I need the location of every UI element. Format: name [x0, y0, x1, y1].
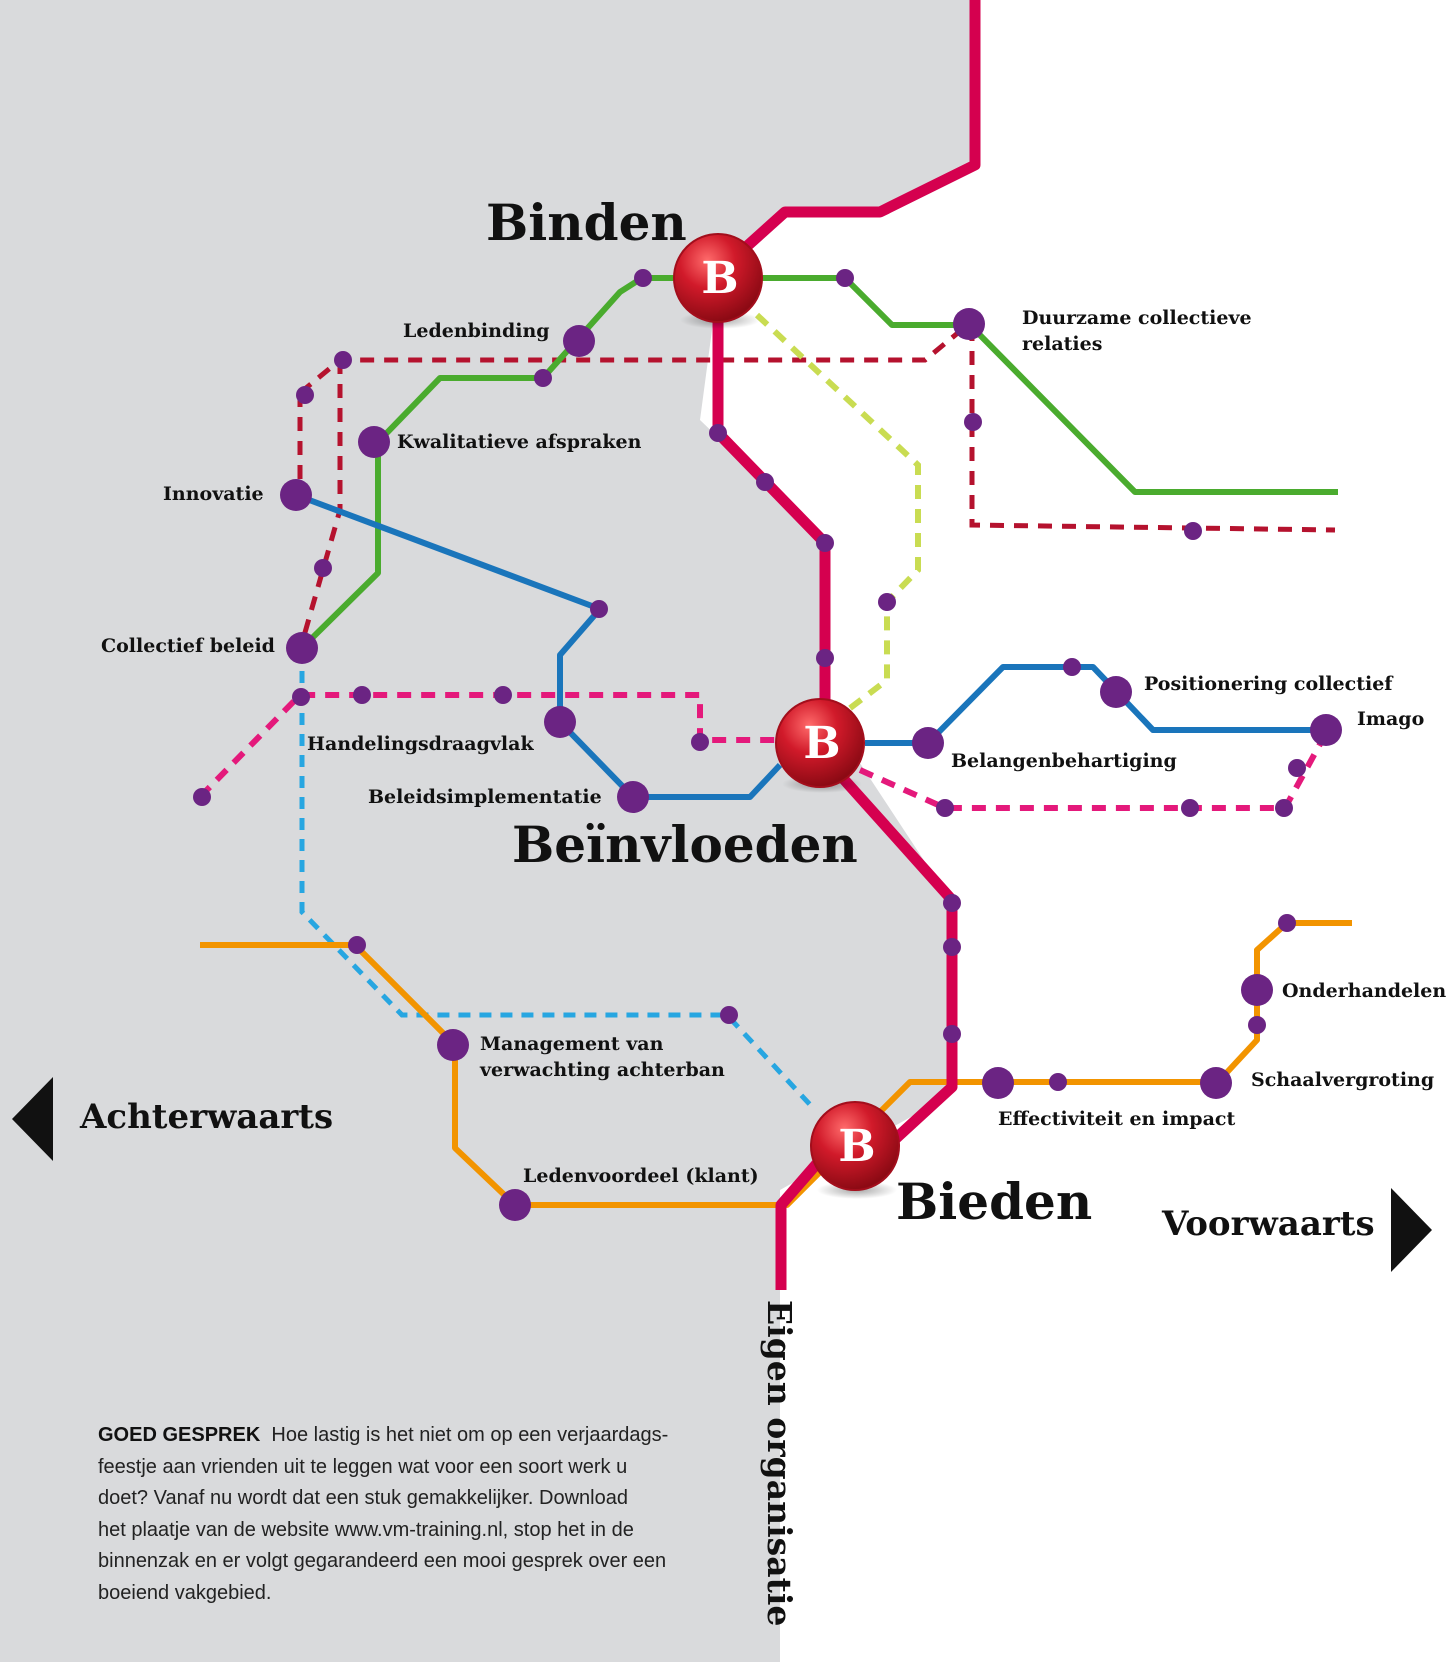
- label-collectief-beleid: Collectief beleid: [101, 635, 275, 657]
- caption-line-2: feestje aan vrienden uit te leggen wat v…: [98, 1455, 628, 1478]
- hub-binden-title: Binden: [486, 193, 687, 252]
- label-beleidsimplementatie: Beleidsimplementatie: [368, 786, 602, 808]
- station-handelingsdraagvlak-dot: [544, 706, 576, 738]
- label-imago: Imago: [1357, 708, 1424, 730]
- station-kwalitatieve-dot: [358, 426, 390, 458]
- hub-bieden-badge: B: [838, 1121, 875, 1172]
- station-schaalvergroting-dot: [1200, 1067, 1232, 1099]
- caption-line-5: binnenzak en er volgt gegarandeerd een m…: [98, 1550, 667, 1572]
- station-beleidsimplementatie-dot: [617, 781, 649, 813]
- hub-binden-badge: B: [701, 253, 738, 304]
- station-management-dot: [437, 1029, 469, 1061]
- hub-beinvloeden-title: Beïnvloeden: [512, 815, 858, 874]
- arrow-right-icon: [1391, 1188, 1432, 1272]
- label-positionering: Positionering collectief: [1144, 673, 1394, 695]
- station-effectiviteit-dot: [982, 1067, 1014, 1099]
- caption-line-1: Hoe lastig is het niet om op een verjaar…: [271, 1424, 669, 1446]
- label-handelingsdraagvlak: Handelingsdraagvlak: [307, 733, 534, 755]
- station-collectief-beleid-dot: [286, 632, 318, 664]
- station-imago-dot: [1310, 714, 1342, 746]
- label-belangenbehartiging: Belangenbehartiging: [951, 750, 1177, 772]
- label-onderhandelen: Onderhandelen: [1282, 980, 1446, 1002]
- label-kwalitatieve: Kwalitatieve afspraken: [397, 431, 642, 453]
- station-duurzame-dot: [953, 308, 985, 340]
- station-positionering-dot: [1100, 676, 1132, 708]
- direction-back-label: Achterwaarts: [79, 1097, 333, 1137]
- caption-line-6: boeiend vakgebied.: [98, 1581, 272, 1604]
- label-management-2: verwachting achterban: [479, 1059, 725, 1081]
- station-ledenbinding-dot: [563, 325, 595, 357]
- hub-bieden: B: [810, 1101, 900, 1199]
- station-belangenbehartiging-dot: [912, 727, 944, 759]
- label-effectiviteit: Effectiviteit en impact: [998, 1108, 1235, 1130]
- small-station-dots: [193, 269, 1306, 1091]
- station-onderhandelen-dot: [1241, 974, 1273, 1006]
- label-duurzame-2: relaties: [1022, 333, 1102, 355]
- caption-line-3: doet? Vanaf nu wordt dat een stuk gemakk…: [98, 1487, 628, 1509]
- label-ledenbinding: Ledenbinding: [403, 320, 550, 342]
- background-left-region: [0, 0, 975, 1662]
- hub-binden: B: [673, 233, 763, 329]
- label-management-1: Management van: [480, 1033, 664, 1055]
- station-innovatie-dot: [280, 479, 312, 511]
- vertical-label: Eigen organisatie: [760, 1300, 799, 1626]
- hub-bieden-title: Bieden: [896, 1172, 1092, 1231]
- caption-line-4: het plaatje van de website www.vm-traini…: [98, 1518, 634, 1541]
- lime-dashed-line: [754, 312, 921, 715]
- arrow-left-icon: [12, 1077, 53, 1161]
- station-ledenvoordeel-dot: [499, 1189, 531, 1221]
- label-duurzame-1: Duurzame collectieve: [1022, 307, 1252, 329]
- label-innovatie: Innovatie: [163, 483, 264, 505]
- pink-dashed-line: [197, 692, 1328, 811]
- hub-beinvloeden-badge: B: [803, 718, 840, 769]
- station-labels: Ledenbinding Duurzame collectieve relati…: [101, 307, 1446, 1187]
- label-ledenvoordeel: Ledenvoordeel (klant): [523, 1165, 759, 1187]
- caption: GOED GESPREK Hoe lastig is het niet om o…: [98, 1420, 718, 1609]
- hub-beinvloeden: B: [775, 698, 865, 793]
- caption-lead: GOED GESPREK: [98, 1424, 261, 1446]
- cyan-dashed-line: [299, 650, 817, 1112]
- label-schaalvergroting: Schaalvergroting: [1251, 1069, 1434, 1091]
- direction-forward-label: Voorwaarts: [1161, 1204, 1375, 1244]
- large-station-dots: [280, 308, 1342, 1221]
